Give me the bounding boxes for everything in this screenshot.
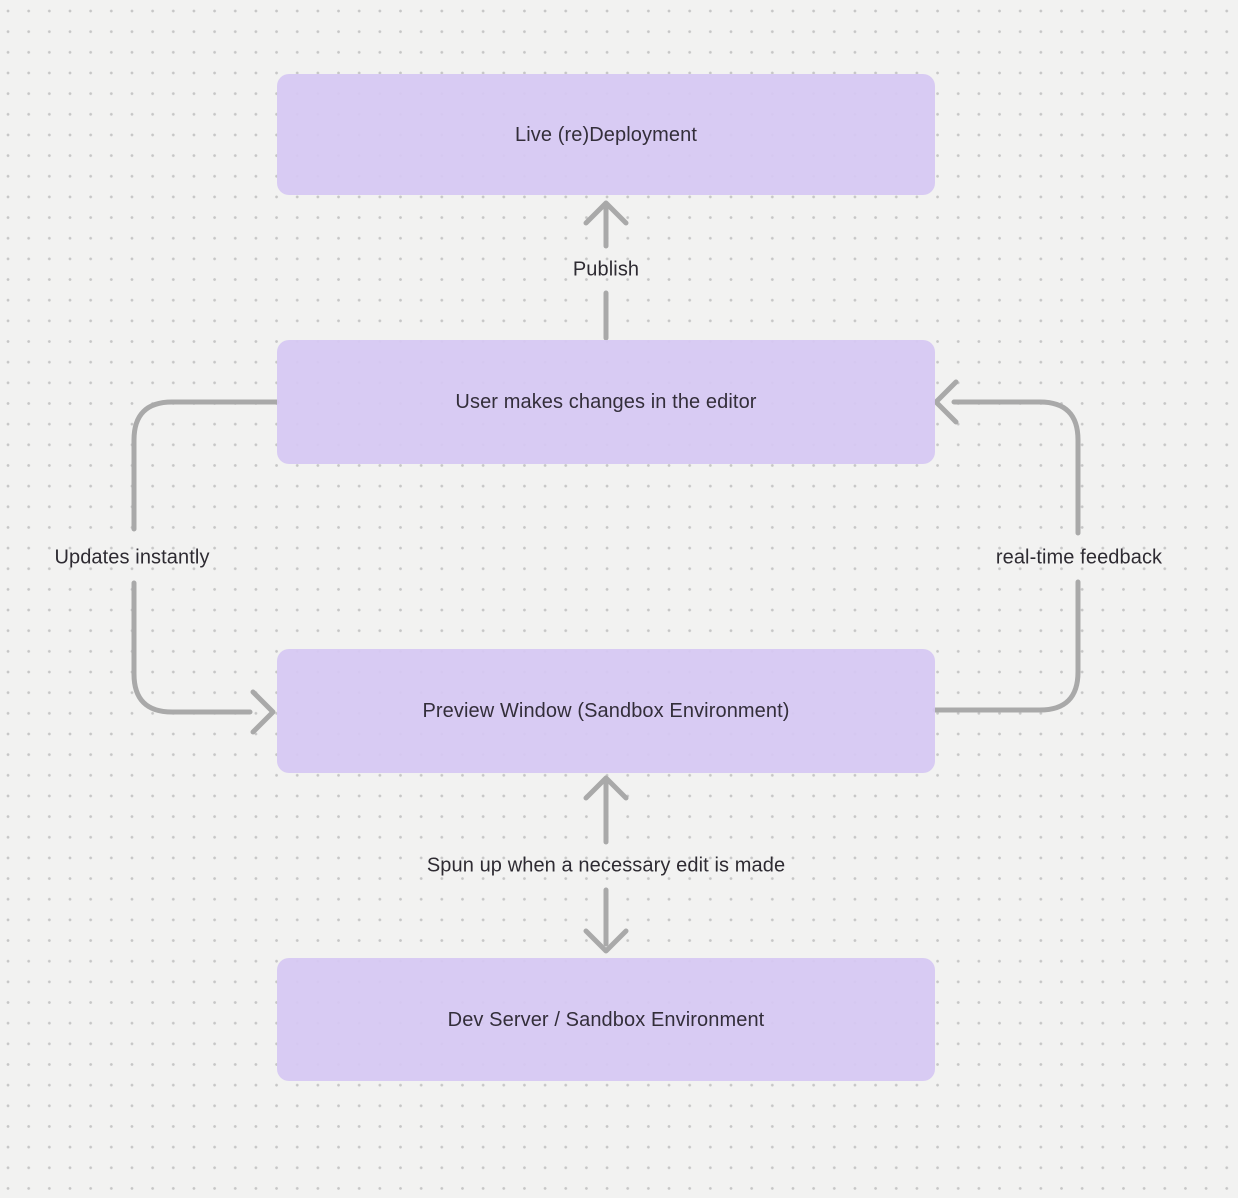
node-dev-server-label: Dev Server / Sandbox Environment [447, 1008, 765, 1031]
node-preview-window-label: Preview Window (Sandbox Environment) [422, 700, 790, 722]
node-dev-server[interactable]: Dev Server / Sandbox Environment [277, 958, 935, 1081]
node-live-redeployment[interactable]: Live (re)Deployment [277, 74, 935, 195]
node-user-editor[interactable]: User makes changes in the editor [277, 340, 935, 464]
node-user-editor-label: User makes changes in the editor [455, 391, 757, 413]
edge-label-updates-instantly: Updates instantly [54, 546, 210, 569]
node-preview-window[interactable]: Preview Window (Sandbox Environment) [277, 649, 935, 773]
node-live-redeployment-label: Live (re)Deployment [515, 123, 697, 146]
edge-label-realtime-feedback: real-time feedback [995, 546, 1163, 569]
edge-label-publish: Publish [572, 258, 640, 281]
edge-label-spun-up: Spun up when a necessary edit is made [426, 854, 786, 877]
